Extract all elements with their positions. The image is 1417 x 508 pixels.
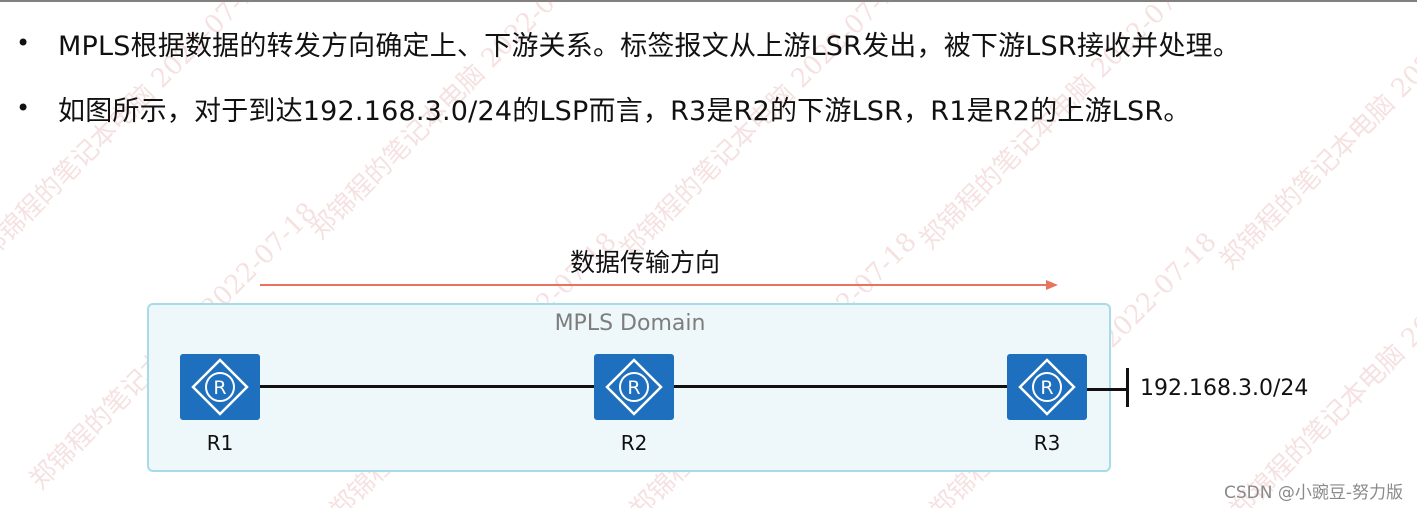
svg-text:R: R	[1040, 377, 1053, 399]
router-icon: R	[191, 358, 249, 416]
bullet-text: MPLS根据数据的转发方向确定上、下游关系。标签报文从上游LSR发出，被下游LS…	[58, 30, 1241, 62]
router-r2-label: R2	[620, 431, 648, 455]
bullet-text: 如图所示，对于到达192.168.3.0/24的LSP而言，R3是R2的下游LS…	[58, 95, 1191, 127]
top-divider	[0, 0, 1417, 2]
flow-direction-arrow	[260, 280, 1058, 290]
watermark-text: 郑锦程的笔记本电脑 2022-07-18	[1214, 0, 1417, 276]
watermark-text: 郑锦程的笔记本电脑 2022-07-18	[1224, 226, 1417, 508]
mpls-domain-label: MPLS Domain	[554, 311, 706, 336]
router-r3-label: R3	[1033, 431, 1061, 455]
destination-prefix-label: 192.168.3.0/24	[1140, 376, 1309, 401]
link-r2-r3	[672, 385, 1008, 388]
destination-stub-line	[1087, 388, 1128, 391]
router-icon: R	[1018, 358, 1076, 416]
router-r2[interactable]: R	[594, 354, 674, 420]
router-r3[interactable]: R	[1007, 354, 1087, 420]
bullet-item: • 如图所示，对于到达192.168.3.0/24的LSP而言，R3是R2的下游…	[12, 88, 1191, 128]
link-r1-r2	[260, 385, 596, 388]
router-r1[interactable]: R	[180, 354, 260, 420]
bullet-marker: •	[16, 29, 31, 57]
bullet-item: • MPLS根据数据的转发方向确定上、下游关系。标签报文从上游LSR发出，被下游…	[12, 23, 1240, 63]
router-icon: R	[605, 358, 663, 416]
svg-text:R: R	[627, 377, 640, 399]
bullet-marker: •	[16, 94, 31, 122]
router-r1-label: R1	[206, 431, 234, 455]
csdn-credit: CSDN @小豌豆-努力版	[1223, 483, 1403, 503]
flow-direction-title: 数据传输方向	[569, 248, 720, 277]
destination-network-bar	[1126, 368, 1129, 407]
svg-text:R: R	[213, 377, 226, 399]
